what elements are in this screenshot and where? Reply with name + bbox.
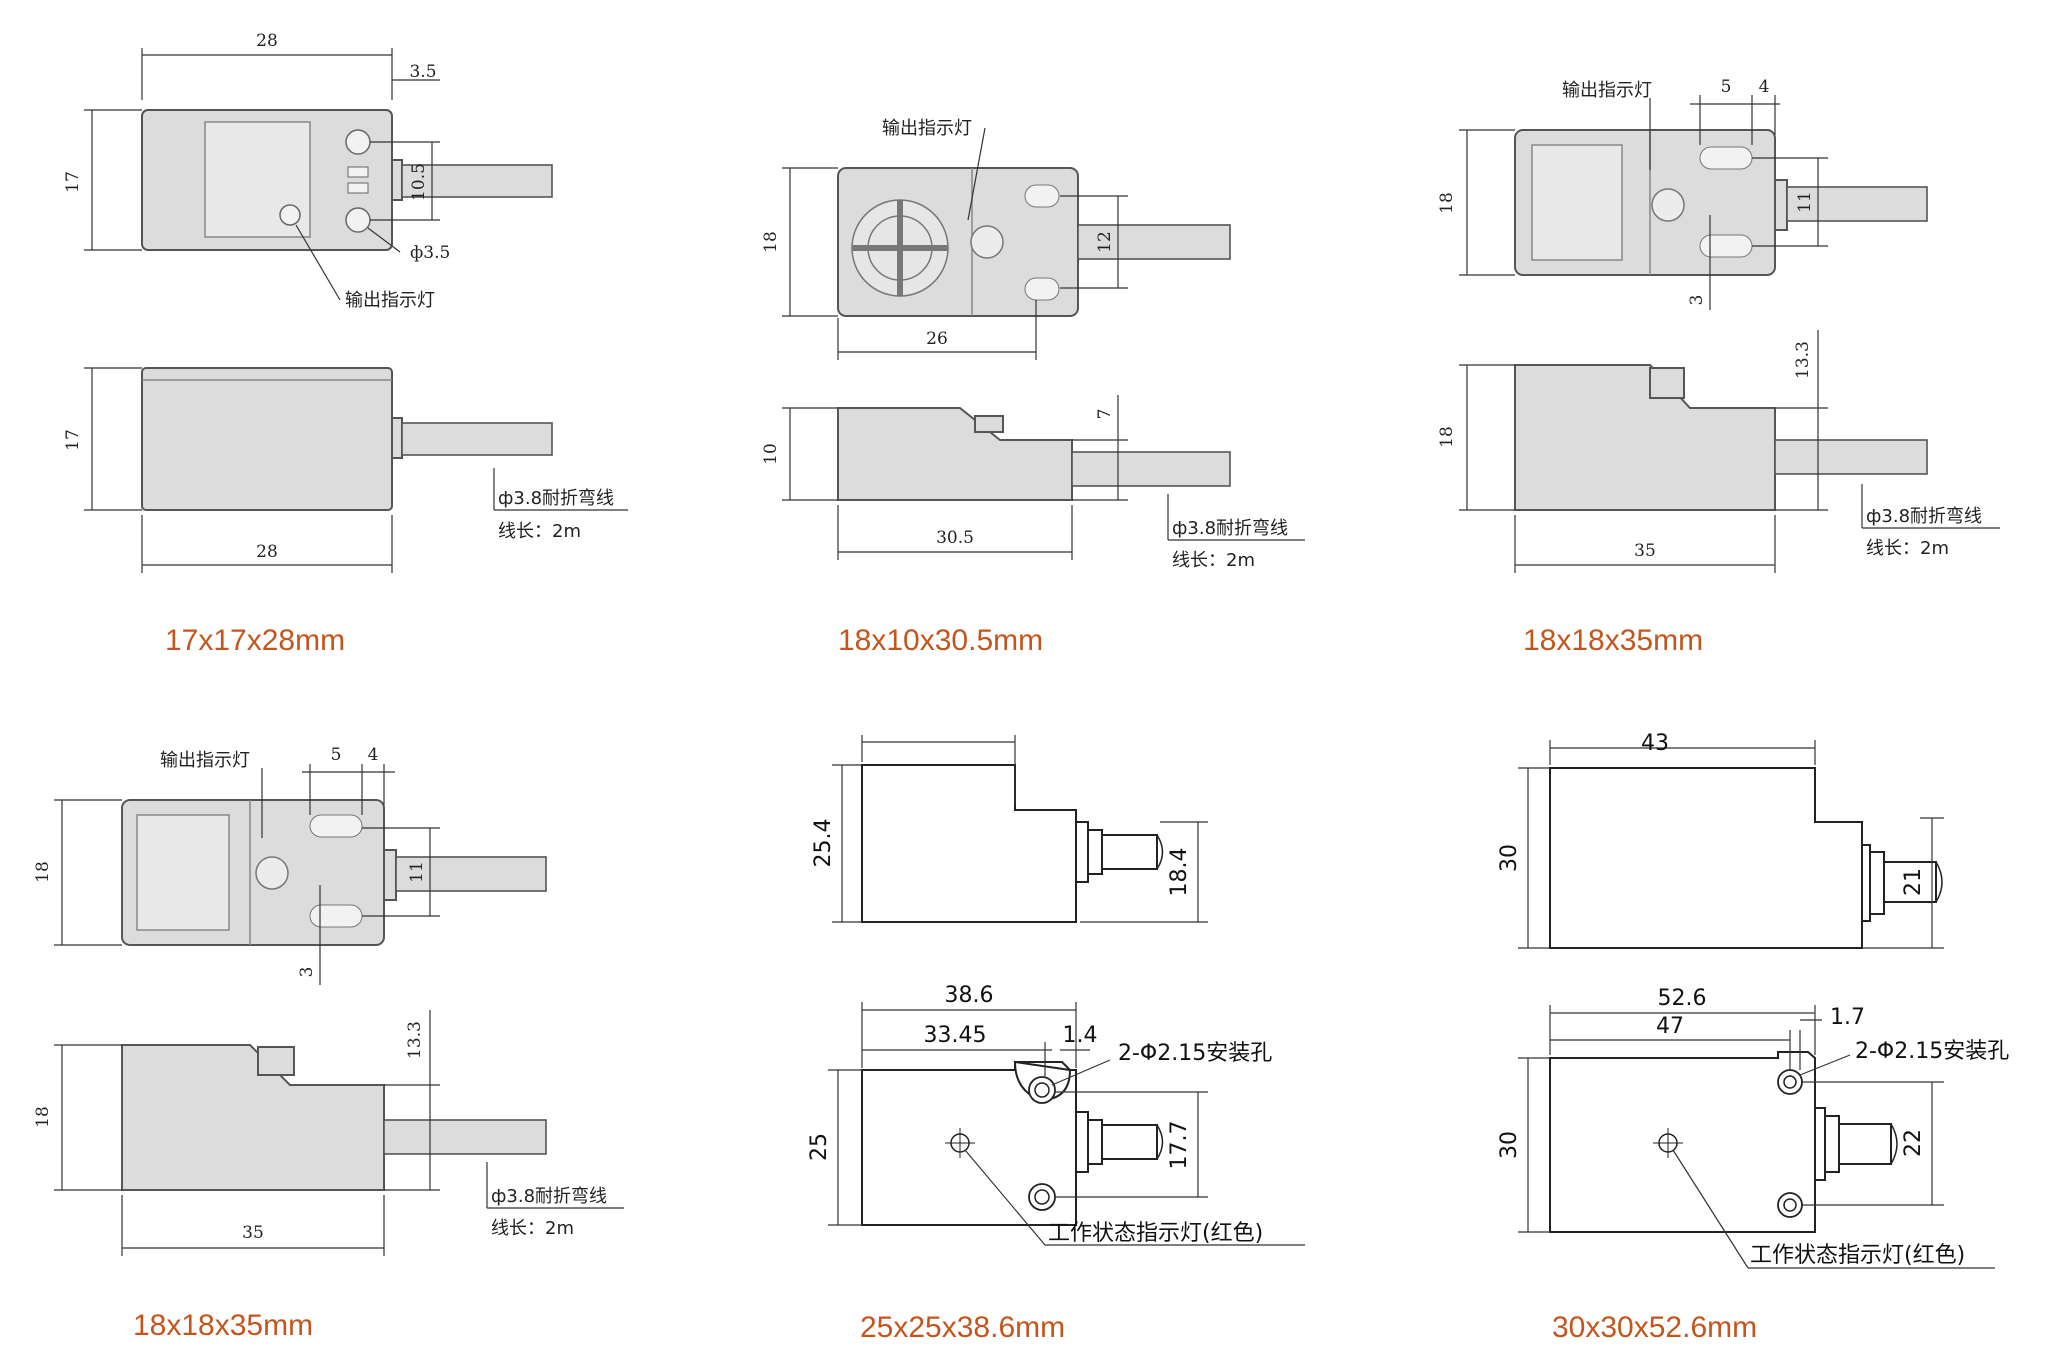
dim-width: 26 xyxy=(926,329,948,349)
dim-length: 35 xyxy=(1634,541,1656,561)
top-view: 52.6 47 1.7 30 22 2-Φ2.15安装孔 工作状态指示灯(红色) xyxy=(1497,986,2009,1269)
drawing-30x30x52.6: 43 30 21 52.6 xyxy=(1497,731,2009,1344)
drawing-17x17x28: 28 3.5 17 10.5 ф3.5 输出指示灯 17 xyxy=(63,31,628,657)
top-view: 38.6 33.45 1.4 25 17.7 2-Φ2.15安装孔 工作状态指示… xyxy=(807,983,1305,1246)
caption: 30x30x52.6mm xyxy=(1552,1311,1757,1344)
cable-note: ф3.8耐折弯线 xyxy=(498,488,614,509)
indicator-label: 输出指示灯 xyxy=(882,118,972,139)
drawing-25x25x38.6: 25.4 18.4 38.6 xyxy=(807,735,1305,1344)
front-view: 输出指示灯 5 4 18 11 3 xyxy=(1437,77,1928,310)
dim-hole-dia: ф3.5 xyxy=(410,243,450,263)
front-view: 28 3.5 17 10.5 ф3.5 输出指示灯 xyxy=(63,31,553,311)
side-view: 17 28 ф3.8耐折弯线 线长：2m xyxy=(63,367,628,573)
dim-inner-length: 33.45 xyxy=(924,1023,987,1048)
indicator-label: 工作状态指示灯(红色) xyxy=(1048,1221,1263,1246)
cable-note: ф3.8耐折弯线 xyxy=(1172,518,1288,539)
dim-slot-width: 5 xyxy=(331,745,342,765)
dim-height: 18 xyxy=(1437,192,1457,214)
dim-height: 30 xyxy=(1497,844,1522,872)
cable-length: 线长：2m xyxy=(491,1218,574,1239)
dim-edge: 1.7 xyxy=(1830,1005,1865,1030)
dim-slot-width: 5 xyxy=(1721,77,1732,97)
dim-width: 28 xyxy=(256,31,278,51)
mount-holes-label: 2-Φ2.15安装孔 xyxy=(1855,1039,2009,1064)
drawing-18x18x35-b: 输出指示灯 5 4 18 11 3 18 xyxy=(33,745,624,1342)
dim-hole-pitch: 10.5 xyxy=(409,163,429,201)
dim-height: 18 xyxy=(761,231,781,253)
caption: 18x18x35mm xyxy=(1523,624,1703,657)
caption: 18x10x30.5mm xyxy=(838,624,1043,657)
dim-edge: 4 xyxy=(368,745,379,765)
dim-offset: 3 xyxy=(1687,295,1707,306)
dim-height: 10 xyxy=(761,443,781,465)
dim-height: 18 xyxy=(33,1106,53,1128)
side-view: 43 30 21 xyxy=(1497,731,1944,949)
dim-offset: 3 xyxy=(297,967,317,978)
dim-hole-pitch: 17.7 xyxy=(1167,1121,1192,1170)
dim-width: 43 xyxy=(1641,731,1669,756)
dim-inner-length: 47 xyxy=(1656,1014,1684,1039)
side-view: 18 13.3 35 ф3.8耐折弯线 线长：2m xyxy=(33,1010,624,1256)
dim-height: 18 xyxy=(1437,426,1457,448)
dim-height: 30 xyxy=(1497,1131,1522,1159)
side-view: 25.4 18.4 xyxy=(811,735,1208,923)
indicator-label: 工作状态指示灯(红色) xyxy=(1750,1243,1965,1268)
cable-note: ф3.8耐折弯线 xyxy=(491,1186,607,1207)
dim-height: 18 xyxy=(33,861,53,883)
drawing-18x10x30.5: 输出指示灯 18 12 26 10 7 xyxy=(761,118,1305,657)
dim-height: 25 xyxy=(807,1133,832,1161)
dim-length: 35 xyxy=(242,1223,264,1243)
front-view: 输出指示灯 18 12 26 xyxy=(761,118,1231,360)
dim-gap: 3.5 xyxy=(409,62,436,82)
cable-length: 线长：2m xyxy=(498,521,581,542)
dim-step: 13.3 xyxy=(1793,341,1813,379)
caption: 18x18x35mm xyxy=(133,1309,313,1342)
caption: 17x17x28mm xyxy=(165,624,345,657)
front-view: 输出指示灯 5 4 18 11 3 xyxy=(33,745,547,985)
dim-edge: 4 xyxy=(1759,77,1770,97)
cable-length: 线长：2m xyxy=(1866,538,1949,559)
cable-note: ф3.8耐折弯线 xyxy=(1866,506,1982,527)
mount-holes-label: 2-Φ2.15安装孔 xyxy=(1118,1041,1272,1066)
dim-cable-height: 18.4 xyxy=(1167,848,1192,897)
caption: 25x25x38.6mm xyxy=(860,1311,1065,1344)
indicator-label: 输出指示灯 xyxy=(345,290,435,311)
dim-edge: 1.4 xyxy=(1063,1023,1098,1048)
dim-hole-pitch: 12 xyxy=(1095,231,1115,253)
dim-height: 17 xyxy=(63,171,83,193)
cable-length: 线长：2m xyxy=(1172,550,1255,571)
dim-length: 28 xyxy=(256,542,278,562)
dim-hole-pitch: 11 xyxy=(1795,191,1815,213)
dim-step: 7 xyxy=(1095,409,1115,420)
dim-cable-height: 21 xyxy=(1901,868,1926,896)
dim-length: 52.6 xyxy=(1658,986,1707,1011)
dim-hole-pitch: 22 xyxy=(1901,1129,1926,1157)
side-view: 18 13.3 35 ф3.8耐折弯线 线长：2m xyxy=(1437,330,2000,573)
side-view: 10 7 30.5 ф3.8耐折弯线 线长：2m xyxy=(761,395,1305,571)
dim-length: 30.5 xyxy=(936,528,974,548)
dim-length: 38.6 xyxy=(945,983,994,1008)
dim-step: 13.3 xyxy=(405,1021,425,1059)
dim-hole-pitch: 11 xyxy=(407,861,427,883)
indicator-label: 输出指示灯 xyxy=(160,750,250,771)
drawing-18x18x35-a: 输出指示灯 5 4 18 11 3 18 xyxy=(1437,77,2000,657)
dim-height: 17 xyxy=(63,429,83,451)
dim-height: 25.4 xyxy=(811,819,836,868)
indicator-label: 输出指示灯 xyxy=(1562,80,1652,101)
